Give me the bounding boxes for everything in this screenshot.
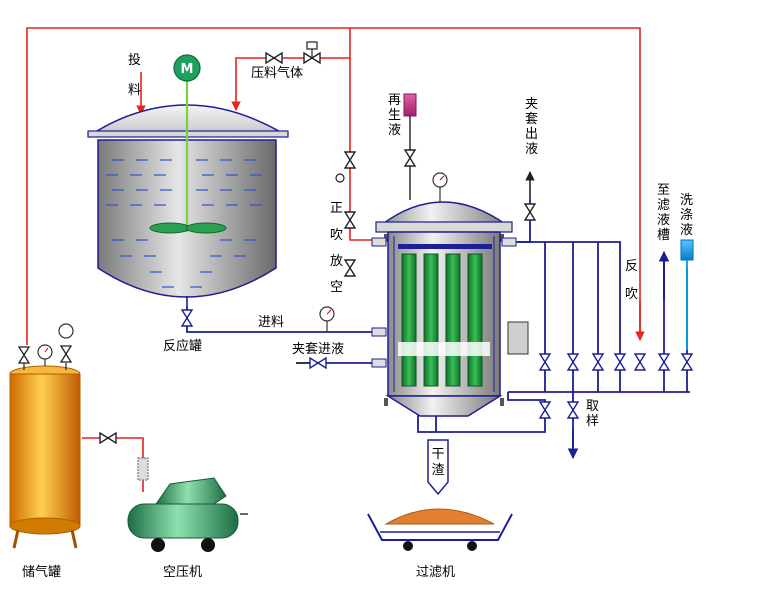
dry-residue-label-1: 干 xyxy=(431,447,444,462)
blow-empty-label-2: 空 xyxy=(330,280,343,295)
sampling-valve[interactable] xyxy=(567,401,579,419)
filter-cartridges xyxy=(398,253,490,387)
compressor-label: 空压机 xyxy=(163,565,202,580)
reverse-blow-valve[interactable] xyxy=(634,353,646,371)
to-filter-tank-label-3: 液 xyxy=(657,213,670,228)
blow-forward-label-2: 吹 xyxy=(330,228,343,243)
jacket-inlet-valve[interactable] xyxy=(309,357,327,369)
filtrate-valve-1[interactable] xyxy=(539,353,551,371)
filtrate-valve-2[interactable] xyxy=(567,353,579,371)
jacket-outlet-label-3: 出 xyxy=(525,127,538,142)
wash-liquid-label-2: 涤 xyxy=(680,208,693,223)
reverse-blow-label-1: 反 xyxy=(625,259,638,274)
regen-liquid-label-1: 再 xyxy=(388,93,401,108)
blow-forward-label-1: 正 xyxy=(330,201,343,216)
pressure-gas-label: 压料气体 xyxy=(251,65,303,81)
motor-label: M xyxy=(181,62,194,77)
reactor-liquid xyxy=(106,159,262,288)
pressure-regulator[interactable] xyxy=(303,41,321,65)
feed-input-label-1: 投 xyxy=(128,52,141,68)
regen-liquid-indicator xyxy=(403,93,417,117)
feed-pressure-gauge xyxy=(319,306,335,332)
blow-valve-mid[interactable] xyxy=(343,211,357,229)
air-storage-tank xyxy=(9,323,81,549)
filter-vessel xyxy=(371,172,529,417)
reactor-outlet-valve[interactable] xyxy=(181,309,193,327)
feed-in-label: 进料 xyxy=(258,315,284,330)
reverse-blow-label-2: 吹 xyxy=(625,287,638,302)
jacket-inlet-label: 夹套进液 xyxy=(292,341,344,357)
air-tank-label: 储气罐 xyxy=(22,564,61,580)
jacket-outlet-label-1: 夹 xyxy=(525,97,538,112)
filter-machine-label: 过滤机 xyxy=(416,565,455,580)
wash-liquid-indicator xyxy=(680,239,694,261)
regen-liquid-label-2: 生 xyxy=(388,108,401,123)
blow-valve-low[interactable] xyxy=(343,259,357,277)
dry-residue-chute: 干 渣 xyxy=(427,439,449,496)
filtrate-valve-4[interactable] xyxy=(614,353,626,371)
jacket-outlet-valve[interactable] xyxy=(524,203,536,221)
filter-machine xyxy=(367,508,513,551)
blow-empty-label-1: 放 xyxy=(330,254,343,269)
feed-input-label-2: 料 xyxy=(128,83,141,98)
wash-liquid-label-1: 洗 xyxy=(680,193,693,208)
regen-liquid-valve[interactable] xyxy=(404,149,416,167)
reactor-label: 反应罐 xyxy=(163,338,202,354)
gas-blow-forward-line xyxy=(349,28,380,241)
jacket-outlet-label-4: 液 xyxy=(525,142,538,157)
sampling-label-1: 取 xyxy=(586,399,599,414)
dry-residue-label-2: 渣 xyxy=(431,463,444,478)
pressure-valve-1[interactable] xyxy=(265,51,283,65)
compressor-air-line xyxy=(82,437,144,492)
to-filter-tank-label-2: 滤 xyxy=(657,198,670,213)
sampling-label-2: 样 xyxy=(586,414,599,429)
filtrate-valve-3[interactable] xyxy=(592,353,604,371)
jacket-outlet-label-2: 套 xyxy=(525,111,538,127)
blow-valve-top[interactable] xyxy=(335,151,357,183)
wash-liquid-label-3: 液 xyxy=(680,223,693,238)
air-compressor xyxy=(127,477,248,552)
wash-liquid-valve[interactable] xyxy=(681,353,693,371)
motor-icon: M xyxy=(173,54,201,82)
compressor-valve[interactable] xyxy=(99,431,117,445)
air-filter-icon xyxy=(137,457,149,481)
regen-liquid-label-3: 液 xyxy=(388,123,401,138)
reactor-tank xyxy=(87,80,289,306)
to-filter-tank-label-1: 至 xyxy=(657,183,670,198)
gas-header-line xyxy=(26,27,641,345)
to-filter-tank-label-4: 槽 xyxy=(657,228,670,243)
bottom-valve-1[interactable] xyxy=(539,401,551,419)
filter-tank-valve[interactable] xyxy=(658,353,670,371)
